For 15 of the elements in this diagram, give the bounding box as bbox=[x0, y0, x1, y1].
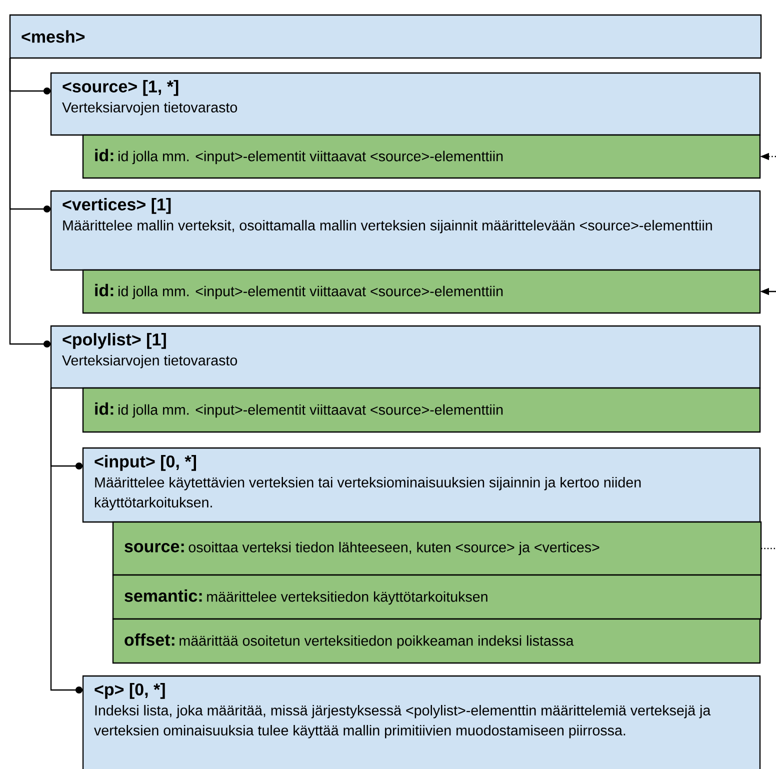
attribute-box: id: id jolla mm. <input>-elementit viittaavat <source>-elementtiin bbox=[82, 269, 761, 314]
element-box: <mesh> bbox=[9, 14, 762, 59]
element-box: <vertices> [1] Määrittelee mallin verteksit, osoittamalla mallin verteksien sijainnit määrittelevään <source>-elementtiin bbox=[50, 190, 761, 271]
element-box: <source> [1, *] Verteksiarvojen tietovarasto bbox=[50, 72, 761, 136]
element-box: <input> [0, *] Määrittelee käytettävien verteksien tai verteksiominaisuuksien sijainnin ja kertoo niiden käyttötarkoituksen. bbox=[82, 447, 761, 523]
attribute-box: id: id jolla mm. <input>-elementit viittaavat <source>-elementtiin bbox=[82, 387, 761, 433]
element-box: <polylist> [1] Verteksiarvojen tietovarasto bbox=[50, 325, 761, 389]
dotted-line bbox=[761, 548, 776, 550]
attribute-box: offset: määrittää osoitetun verteksitiedon poikkeaman indeksi listassa bbox=[112, 618, 761, 664]
attribute-box: source: osoittaa verteksi tiedon lähteeseen, kuten <source> ja <vertices> bbox=[112, 521, 762, 576]
attribute-box: semantic: määrittelee verteksitiedon käyttötarkoituksen bbox=[112, 574, 762, 620]
connector-line bbox=[9, 58, 50, 348]
connector-line bbox=[50, 388, 82, 694]
element-box: <p> [0, *] Indeksi lista, joka määritää, missä järjestyksessä <polylist>-elementtin määrittelemiä verteksejä ja verteksien ominaisuuksia tulee käyttää mallin primitiivien muodostamiseen piirrossa. bbox=[82, 675, 761, 769]
attribute-box: id: id jolla mm. <input>-elementit viittaavat <source>-elementtiin bbox=[82, 134, 761, 179]
